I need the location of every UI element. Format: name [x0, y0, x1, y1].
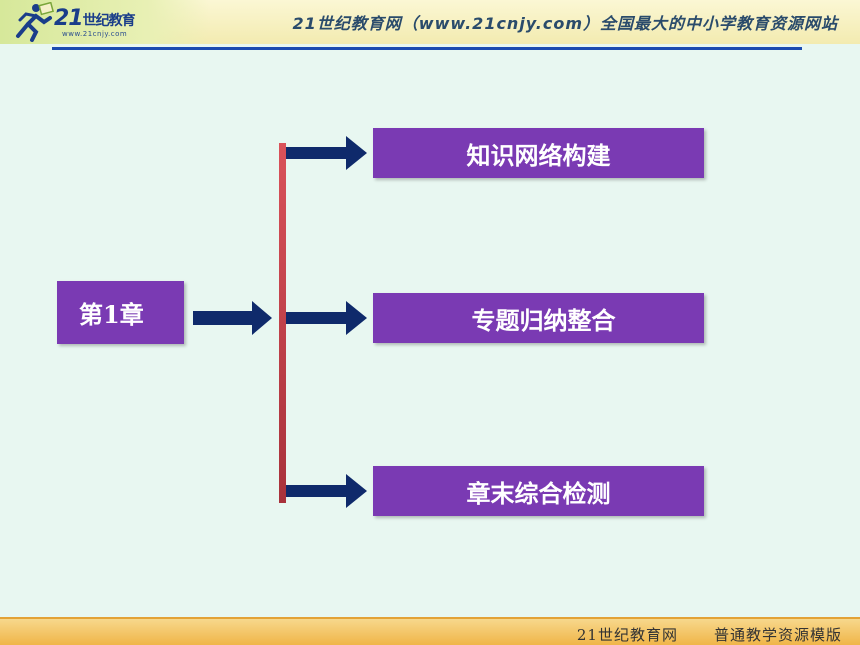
footer-template: 普通教学资源模版	[713, 626, 842, 644]
header-slogan: 21世纪教育网（www.21cnjy.com）全国最大的中小学教育资源网站	[292, 14, 838, 33]
footer-bar: 21世纪教育网 普通教学资源模版	[0, 617, 860, 645]
footer-text: 21世纪教育网 普通教学资源模版	[577, 624, 842, 645]
logo-text: 21世纪教育	[54, 6, 136, 31]
chapter-box[interactable]: 第1章	[57, 281, 184, 344]
topic-special-summary-label: 专题归纳整合	[471, 306, 616, 335]
footer-site[interactable]: 21世纪教育网	[576, 626, 678, 644]
logo-url: www.21cnjy.com	[62, 30, 128, 38]
branch-arrow-3-icon	[286, 474, 367, 508]
chapter-arrow-icon	[193, 301, 272, 335]
runner-logo-icon	[16, 2, 55, 42]
header-banner: 21世纪教育 www.21cnjy.com 21世纪教育网（www.21cnjy…	[0, 0, 860, 44]
header-divider	[52, 47, 802, 50]
branch-arrow-2-icon	[286, 301, 367, 335]
topic-knowledge-network[interactable]: 知识网络构建	[373, 128, 704, 178]
site-logo[interactable]: 21世纪教育 www.21cnjy.com	[6, 2, 186, 42]
branch-arrow-1-icon	[286, 136, 367, 170]
topic-special-summary[interactable]: 专题归纳整合	[373, 293, 704, 343]
bracket-bar	[279, 143, 286, 503]
topic-chapter-test[interactable]: 章末综合检测	[373, 466, 704, 516]
